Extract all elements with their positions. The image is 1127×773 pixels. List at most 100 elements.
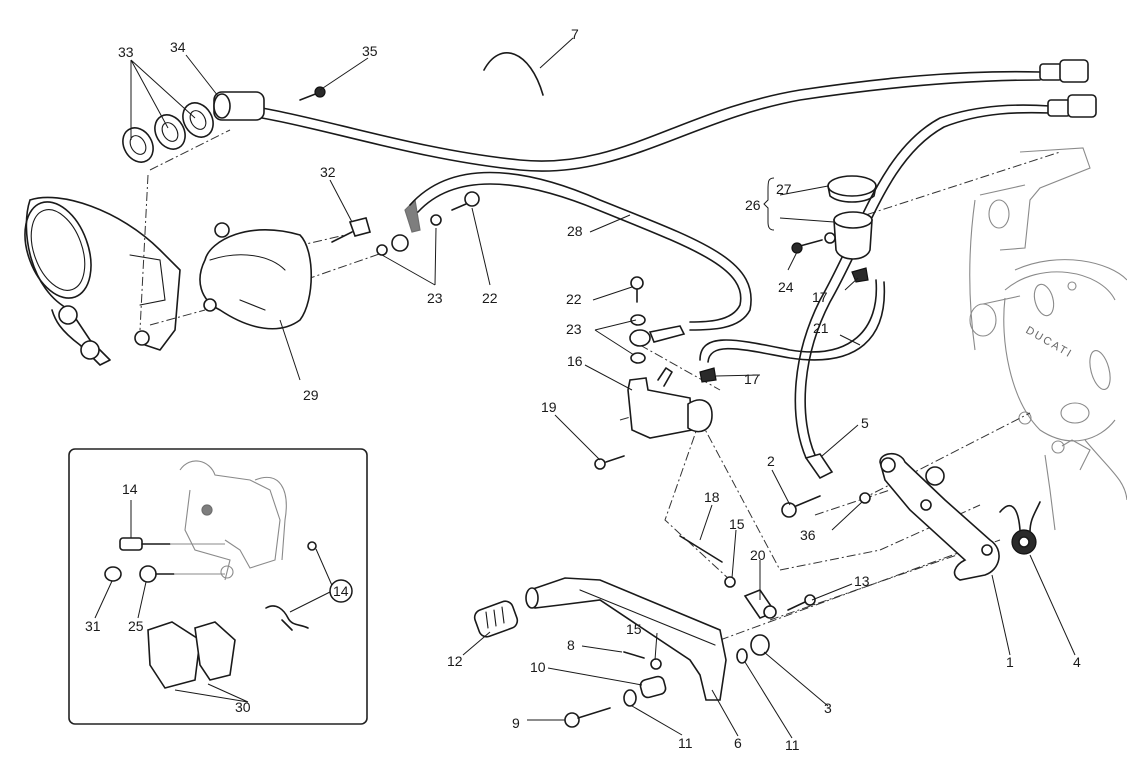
hose-clamp [699,367,717,383]
callout-4: 4 [1073,654,1081,670]
assembly-lines [139,129,1061,641]
callout-36: 36 [800,527,816,543]
connector-lower [1047,94,1097,118]
callout-7: 7 [571,26,579,42]
small-bolt [623,651,645,659]
callout-13: 13 [854,573,870,589]
clevis-pin [787,594,816,611]
callout-11a: 11 [678,735,693,751]
bracket-bolt [781,495,821,518]
callout-3: 3 [824,700,832,716]
hose-fitting [648,325,686,343]
reservoir-hose-21 [699,279,886,363]
sensor-bolt [299,86,326,101]
master-cylinder-bolt [594,455,625,470]
washer [630,314,646,326]
callout-21: 21 [813,320,829,336]
callout-23a: 23 [566,321,582,337]
bushing [639,675,667,699]
callout-16: 16 [567,353,583,369]
callout-14a: 14 [122,481,138,497]
banjo-bolt [630,276,644,303]
engine-cover-drawing: DUCATI [969,147,1127,531]
sensor-cable [261,70,1041,172]
callout-15b: 15 [626,621,642,637]
brake-hose-28 [404,171,752,331]
connector-upper [1039,59,1089,83]
callout-22b: 22 [482,290,498,306]
callout-19: 19 [541,399,557,415]
brake-caliper [199,222,313,330]
group-brace [763,177,775,231]
cable-clip [483,52,544,96]
washer [376,244,388,256]
pad-pin [119,537,225,551]
callout-17b: 17 [744,371,760,387]
callout-33: 33 [118,44,134,60]
callout-20: 20 [750,547,766,563]
callout-11b: 11 [785,737,800,753]
callout-12: 12 [447,653,463,669]
callout-31: 31 [85,618,101,634]
pad-spring [265,605,309,631]
callout-29: 29 [303,387,319,403]
callout-labels: 1 2 3 4 5 6 7 8 9 10 11 11 12 13 14 14 1… [85,26,1081,753]
callout-25: 25 [128,618,144,634]
callout-28: 28 [567,223,583,239]
second-cable [794,104,1051,459]
pin-clip [307,541,317,551]
banjo-bolt-upper [451,191,480,211]
callout-10: 10 [530,659,546,675]
callout-35: 35 [362,43,378,59]
pushrod [679,535,723,563]
callout-circle [329,579,353,603]
inset-panel [68,448,368,725]
master-cylinder [627,367,713,439]
bleed-valve [139,565,225,583]
brake-pads [147,621,236,689]
callout-9: 9 [512,715,520,731]
callout-22a: 22 [566,291,582,307]
nut [724,576,736,588]
washer [750,634,770,656]
callout-6: 6 [734,735,742,751]
return-spring [999,501,1041,555]
engine-cover-logo: DUCATI [1023,324,1074,360]
pivot-bolt [564,707,611,728]
callout-34: 34 [170,39,186,55]
brake-pedal [525,577,727,701]
nut [650,658,662,670]
callout-30: 30 [235,699,251,715]
reservoir-bolt [791,239,823,254]
washer [630,352,646,364]
callout-27: 27 [776,181,792,197]
callout-2: 2 [767,453,775,469]
washer [859,492,871,504]
hose-end-fitting [804,453,834,480]
callout-17a: 17 [812,289,828,305]
caliper-bolt [331,217,371,243]
fluid-reservoir [824,211,873,260]
o-ring [736,648,748,664]
callout-24: 24 [778,279,794,295]
callout-26: 26 [745,197,761,213]
banjo [391,234,409,252]
caliper-bracket [24,196,181,366]
washer [430,214,442,226]
o-ring [623,689,637,707]
callout-8: 8 [567,637,575,653]
speed-sensor [213,91,265,121]
hose-clamp [851,267,869,283]
callout-32: 32 [320,164,336,180]
leader-lines [94,37,1076,739]
clevis [743,589,777,619]
bleed-cap [104,566,122,582]
callout-5: 5 [861,415,869,431]
banjo-fitting [629,329,651,347]
callout-15a: 15 [729,516,745,532]
callout-1: 1 [1006,654,1014,670]
pedal-bracket [879,452,1000,581]
callout-14b: 14 [333,583,349,599]
